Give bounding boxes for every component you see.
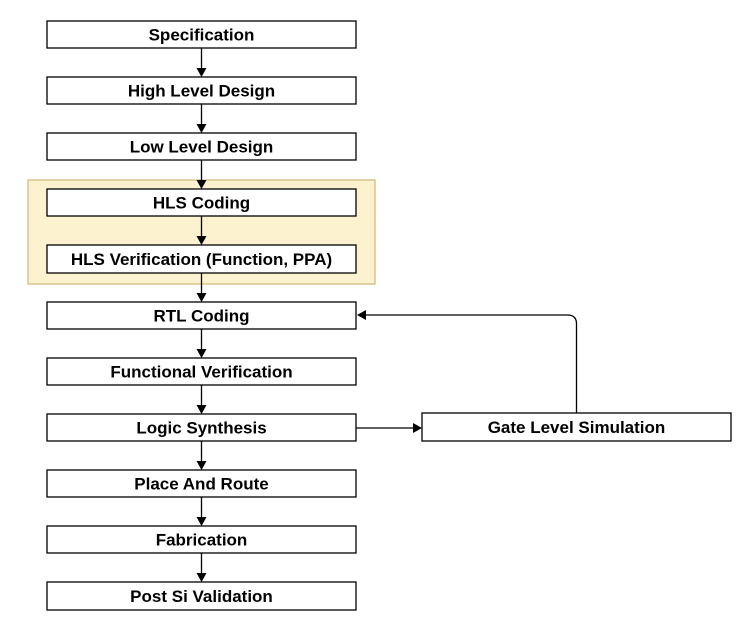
node-post-si-validation: Post Si Validation xyxy=(46,581,357,611)
node-label: High Level Design xyxy=(128,82,275,101)
arrowhead xyxy=(196,517,207,526)
node-label: Fabrication xyxy=(156,531,248,550)
node-gate-level-simulation: Gate Level Simulation xyxy=(421,412,732,442)
arrowhead xyxy=(196,124,207,133)
arrowhead xyxy=(413,423,422,433)
arrowhead xyxy=(196,236,207,245)
node-label: Low Level Design xyxy=(130,138,274,157)
arrowhead xyxy=(196,180,207,189)
node-place-and-route: Place And Route xyxy=(46,469,357,498)
node-functional-verification: Functional Verification xyxy=(46,357,357,386)
arrowhead xyxy=(357,310,366,320)
arrowhead xyxy=(196,573,207,582)
node-high-level-design: High Level Design xyxy=(46,76,357,105)
node-label: Place And Route xyxy=(134,475,268,494)
node-label: HLS Coding xyxy=(153,194,250,213)
node-low-level-design: Low Level Design xyxy=(46,132,357,161)
arrowhead xyxy=(196,405,207,414)
node-label: Specification xyxy=(149,26,255,45)
node-hls-coding: HLS Coding xyxy=(46,188,357,217)
node-rtl-coding: RTL Coding xyxy=(46,301,357,330)
node-label: Gate Level Simulation xyxy=(488,418,666,437)
node-label: RTL Coding xyxy=(154,307,250,326)
node-hls-verification: HLS Verification (Function, PPA) xyxy=(46,244,357,274)
node-label: Functional Verification xyxy=(110,363,292,382)
node-logic-synthesis: Logic Synthesis xyxy=(46,413,357,442)
arrowhead xyxy=(196,293,207,302)
edge-gate-level-simulation-to-rtl-coding xyxy=(365,314,578,413)
node-label: Logic Synthesis xyxy=(136,419,266,438)
arrowhead xyxy=(196,349,207,358)
node-label: Post Si Validation xyxy=(130,587,273,606)
arrowhead xyxy=(196,461,207,470)
node-fabrication: Fabrication xyxy=(46,525,357,554)
node-specification: Specification xyxy=(46,20,357,49)
node-label: HLS Verification (Function, PPA) xyxy=(71,250,332,269)
edges xyxy=(196,48,578,582)
nodes: Specification High Level Design Low Leve… xyxy=(46,20,732,611)
arrowhead xyxy=(196,68,207,77)
